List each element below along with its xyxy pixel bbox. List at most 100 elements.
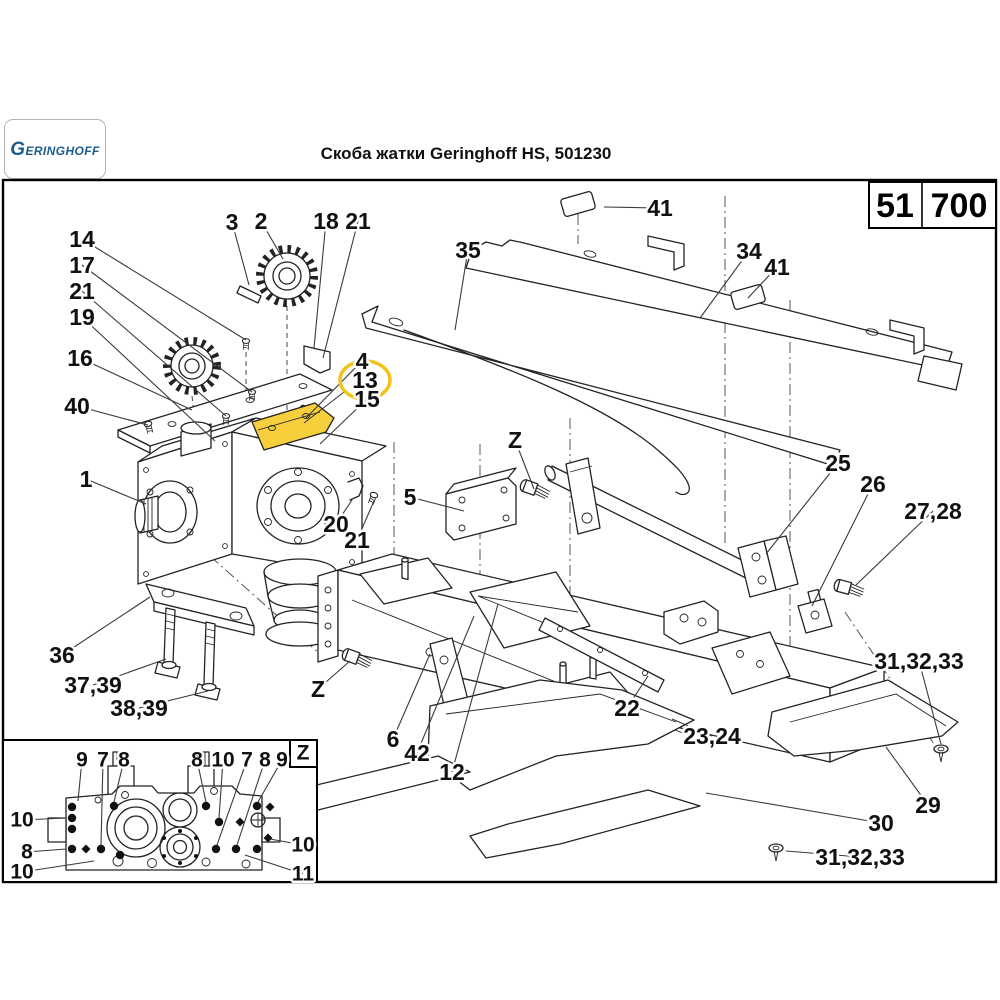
leader-line	[21, 817, 67, 821]
pad-41-left	[560, 190, 596, 218]
screw-31-32-33-bottom	[768, 843, 784, 862]
leader-line	[269, 838, 304, 846]
callout-12: 12	[439, 759, 465, 785]
leader-line	[811, 483, 874, 607]
callout-38,39: 38,39	[110, 695, 168, 721]
leader-line	[409, 496, 465, 512]
callout-31,32,33: 31,32,33	[815, 844, 905, 870]
leader-line	[356, 500, 375, 541]
callout-11: 11	[292, 863, 315, 886]
callout-5: 5	[404, 484, 417, 510]
callout-27,28: 27,28	[904, 498, 962, 524]
pad-41-right	[730, 283, 766, 311]
leader-line	[236, 759, 266, 846]
leader-line	[885, 746, 929, 806]
part-number-left: 51	[876, 187, 914, 225]
callout-42: 42	[404, 740, 430, 766]
inset-corner-label: Z	[297, 742, 310, 765]
strip-22	[538, 617, 665, 693]
callout-30: 30	[868, 810, 894, 836]
leader-line	[918, 660, 942, 745]
leader-line	[81, 290, 227, 417]
leader-line	[747, 266, 778, 299]
leader-line	[77, 759, 83, 802]
leader-line	[21, 860, 95, 873]
clamp-25	[737, 540, 777, 598]
leader-line	[322, 220, 359, 359]
callout-22: 22	[614, 695, 640, 721]
leader-line	[61, 596, 151, 656]
leader-line	[260, 220, 284, 260]
diagram-border	[1, 178, 998, 884]
callout-19: 19	[69, 304, 95, 330]
callout-10: 10	[291, 834, 314, 857]
leader-line	[451, 603, 499, 773]
callout-9: 9	[276, 749, 288, 772]
callout-17: 17	[69, 252, 95, 278]
leader-line	[26, 848, 67, 853]
inset-diamond-markers	[81, 802, 275, 854]
callout-21: 21	[69, 278, 95, 304]
callout-35: 35	[455, 237, 481, 263]
callout-31,32,33: 31,32,33	[874, 648, 964, 674]
callout-1: 1	[80, 466, 93, 492]
skid-29	[767, 679, 959, 763]
clip-41-left	[647, 235, 685, 271]
leader-line	[216, 759, 248, 846]
callout-40: 40	[64, 393, 90, 419]
filler-cap-left	[163, 337, 221, 395]
callout-20: 20	[323, 511, 349, 537]
callout-21: 21	[345, 208, 371, 234]
callout-8: 8	[191, 749, 203, 772]
highlight-ring	[338, 359, 392, 401]
leader-line	[303, 391, 345, 424]
geringhoff-logo: GERINGHOFF	[4, 119, 106, 179]
bolt-z-upper	[518, 477, 552, 501]
leader-line	[626, 675, 649, 709]
callout-16: 16	[67, 345, 93, 371]
leader-line	[392, 653, 431, 740]
callout-8: 8	[21, 841, 33, 864]
pin-3	[236, 285, 262, 304]
leader-line	[671, 718, 713, 737]
leader-line	[514, 439, 535, 490]
leader-line	[92, 658, 167, 686]
leader-line	[257, 759, 283, 803]
leader-line	[76, 405, 149, 426]
leader-line	[85, 478, 147, 505]
callout-7: 7	[97, 749, 109, 772]
callout-37,39: 37,39	[64, 672, 122, 698]
leader-line	[313, 220, 327, 349]
leader-line	[785, 850, 861, 858]
callout-6: 6	[387, 726, 400, 752]
cross-tube	[544, 465, 866, 634]
callout-18: 18	[313, 208, 339, 234]
leader-line	[855, 510, 934, 586]
callout-14: 14	[69, 226, 95, 252]
bracket-18	[303, 345, 331, 374]
filler-cap-top	[256, 245, 318, 307]
leader-line	[218, 759, 224, 819]
rail-34	[465, 235, 963, 391]
callout-Z: Z	[311, 676, 325, 702]
leader-line	[319, 398, 368, 445]
leader-line	[231, 221, 250, 286]
callout-10: 10	[10, 861, 33, 884]
callout-10: 10	[10, 809, 33, 832]
rod-35	[403, 329, 690, 496]
bolt-37-39	[154, 607, 181, 679]
callout-9: 9	[76, 749, 88, 772]
leader-line	[81, 316, 216, 442]
leader-line	[335, 499, 353, 525]
leader-line	[79, 357, 193, 411]
hanger-strap	[565, 457, 601, 535]
gearbox-assembly	[117, 245, 387, 701]
callout-41: 41	[764, 254, 790, 280]
callout-23,24: 23,24	[683, 723, 741, 749]
callout-41: 41	[647, 195, 673, 221]
leader-line	[305, 360, 363, 419]
inset-corner-box	[289, 739, 318, 768]
